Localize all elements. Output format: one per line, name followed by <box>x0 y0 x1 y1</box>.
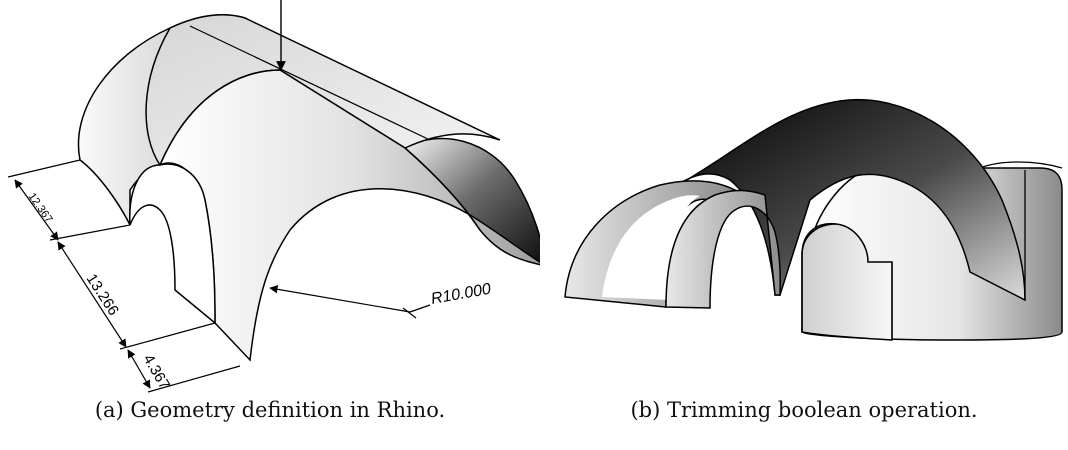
dome-surface <box>669 99 1026 302</box>
panel-trimming-boolean: (b) Trimming boolean operation. <box>540 0 1068 450</box>
dimension-label-1: 12.367 <box>26 191 55 225</box>
radius-label: R10.000 <box>430 281 493 308</box>
wall-opening <box>129 163 216 325</box>
caption-trimming-boolean: (b) Trimming boolean operation. <box>630 398 978 422</box>
seam-line <box>189 25 431 141</box>
trimmed-geometry-drawing <box>564 99 1063 341</box>
front-arch-inner <box>602 195 700 300</box>
cylinder-rim <box>979 161 1063 169</box>
inner-end-surface <box>403 137 540 264</box>
front-arch-left-2 <box>665 189 782 309</box>
door-surface <box>801 222 893 341</box>
seam-arc <box>159 69 281 166</box>
panel-geometry-definition: 12.367 13.266 4.367 R10.000 (a) Geometry… <box>7 0 540 422</box>
dimension-label-2: 13.266 <box>83 271 122 319</box>
door-arch <box>801 223 837 332</box>
dimension-label-3: 4.367 <box>140 352 173 393</box>
dimension-group <box>7 159 431 393</box>
geometry-drawing: 12.367 13.266 4.367 R10.000 <box>7 0 540 393</box>
caption-geometry-definition: (a) Geometry definition in Rhino. <box>94 398 446 422</box>
